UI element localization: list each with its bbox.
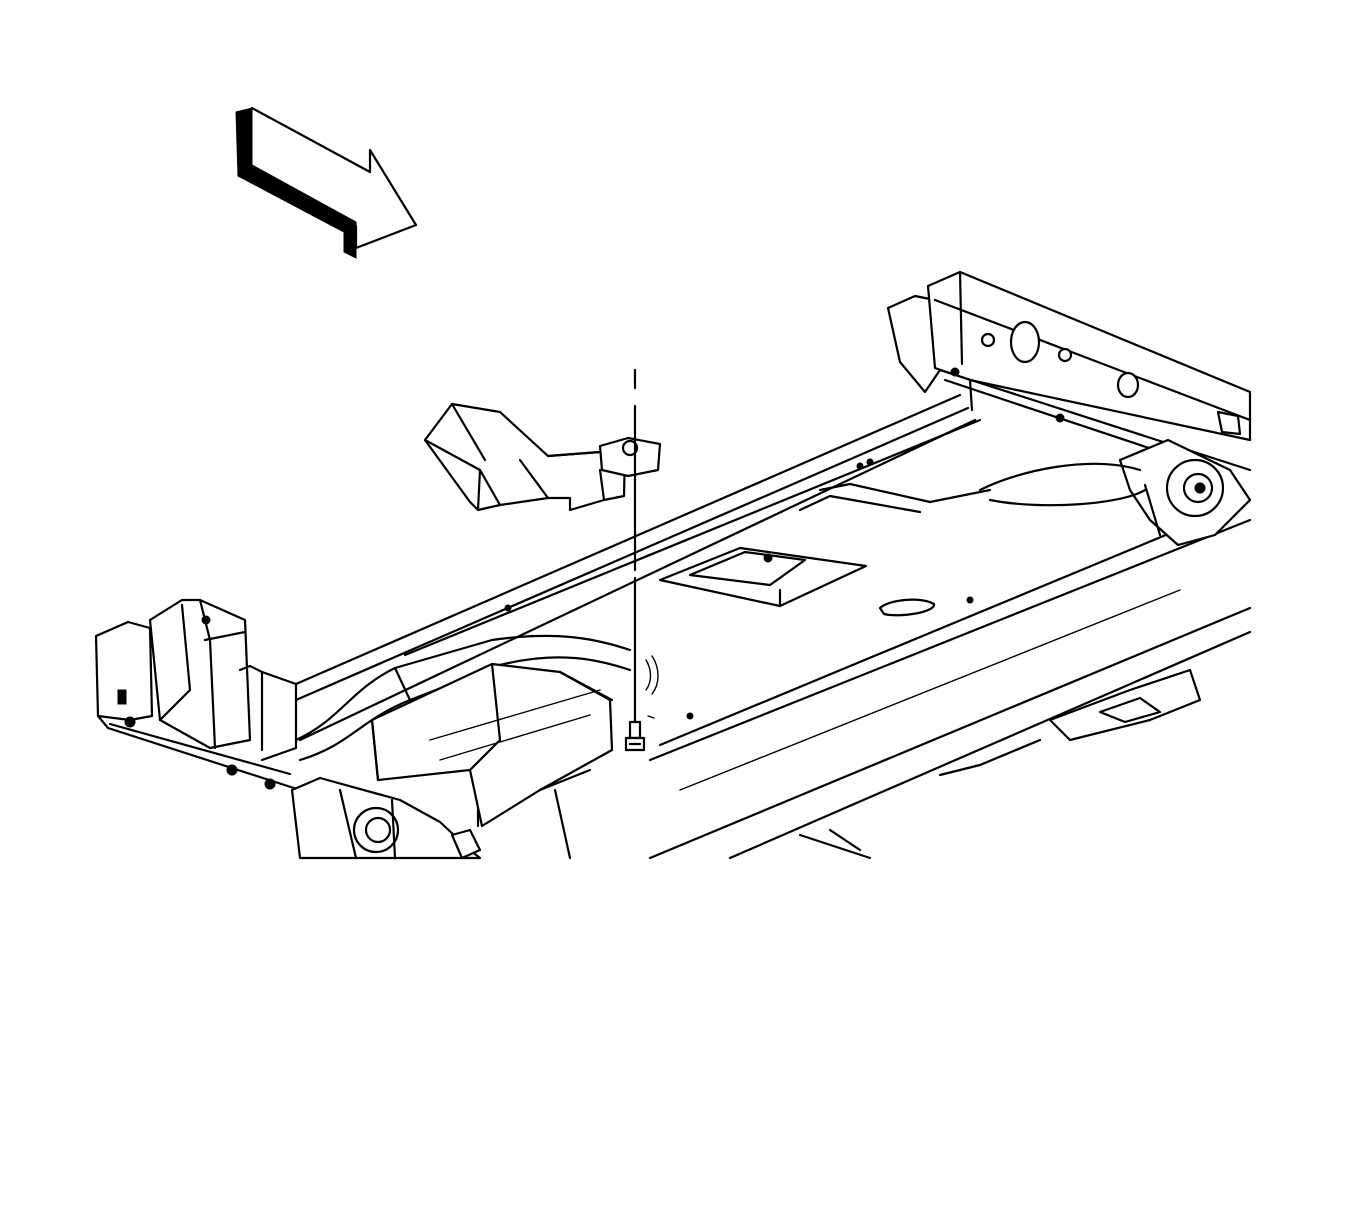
bolt-icon [624, 720, 646, 752]
rear-crossmember [886, 270, 1252, 472]
crossmember-web-details [798, 462, 1147, 514]
left-side-member [294, 634, 632, 828]
center-mount-pad [504, 458, 974, 720]
front-direction-arrow-icon [235, 106, 418, 259]
mounting-hole-arcs [645, 655, 659, 719]
right-suspension-bushing [1118, 438, 1252, 547]
upper-mount-bracket [423, 402, 662, 512]
underbody-details [538, 668, 1202, 860]
left-frame-bracket [94, 598, 302, 792]
left-suspension-bushing [290, 776, 482, 860]
